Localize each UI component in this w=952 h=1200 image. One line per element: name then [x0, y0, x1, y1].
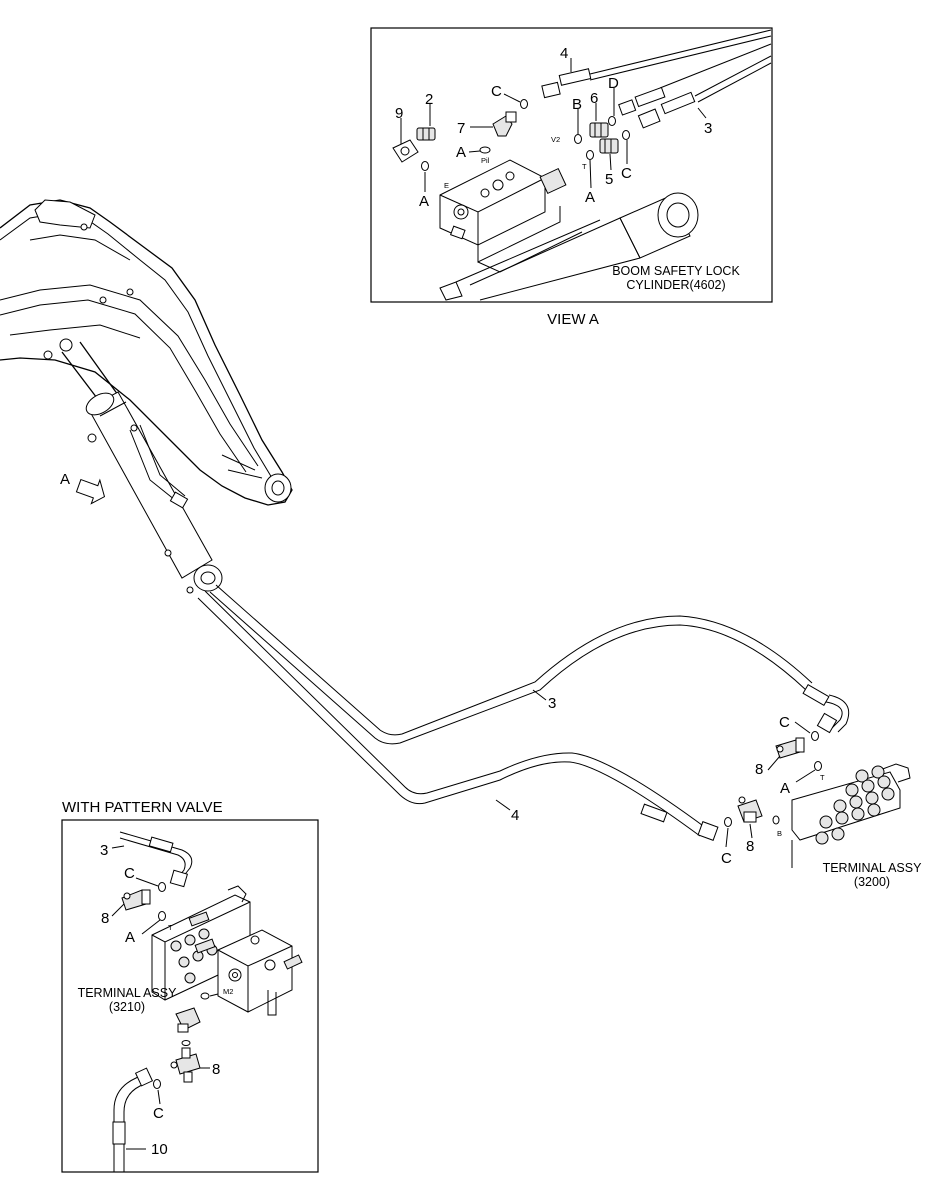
view-a-valve-block — [439, 159, 583, 273]
view-a-callout-b: B — [572, 96, 582, 113]
main-callout-8-lower: 8 — [746, 838, 754, 855]
view-a-callout-d: D — [608, 75, 619, 92]
view-a-callout-5: 5 — [605, 171, 613, 188]
main-hose-4 — [197, 590, 719, 841]
view-a-port-pi: Pil — [481, 156, 490, 165]
view-a-fittings — [392, 99, 630, 171]
view-a-inset: 4 2 9 C B 6 D 7 A 3 A A 5 C V2 Pil E T B… — [370, 27, 773, 303]
main-callout-a: A — [780, 780, 790, 797]
pattern-callout-8-lower: 8 — [212, 1061, 220, 1078]
pattern-valve-inset — [61, 819, 319, 1173]
view-a-cylinder — [439, 192, 699, 301]
view-a-callout-6: 6 — [590, 90, 598, 107]
view-a-port-e: E — [444, 181, 449, 190]
boom-cylinder — [61, 341, 223, 594]
main-callout-8-upper: 8 — [755, 761, 763, 778]
view-a-port-v2: V2 — [551, 135, 560, 144]
terminal-3210-label-2: (3210) — [109, 1000, 145, 1014]
pattern-callout-c-lower: C — [153, 1105, 164, 1122]
pattern-callout-a: A — [125, 929, 135, 946]
view-a-arrow: A — [60, 471, 106, 505]
view-a-callout-c-top: C — [491, 83, 502, 100]
pattern-port-t: T — [168, 923, 173, 932]
view-a-callout-7: 7 — [457, 120, 465, 137]
view-a-callout-a-valve: A — [456, 144, 466, 161]
boom-structure — [0, 199, 293, 506]
view-a-callout-3: 3 — [704, 120, 712, 137]
pattern-callout-3: 3 — [100, 842, 108, 859]
terminal-3210-label-1: TERMINAL ASSY — [78, 986, 178, 1000]
view-a-cylinder-label-2: CYLINDER(4602) — [626, 278, 725, 292]
terminal-3200-label-1: TERMINAL ASSY — [823, 861, 923, 875]
terminal-3200-label-2: (3200) — [854, 875, 890, 889]
view-a-callout-a-left: A — [419, 193, 429, 210]
view-a-hose-3 — [618, 43, 772, 129]
pattern-callout-8-upper: 8 — [101, 910, 109, 927]
pattern-callout-10: 10 — [151, 1141, 168, 1158]
view-a-port-t: T — [582, 162, 587, 171]
main-hose-3 — [209, 584, 850, 745]
main-callout-c-lower: C — [721, 850, 732, 867]
view-a-cylinder-label-1: BOOM SAFETY LOCK — [612, 264, 740, 278]
terminal-assy-3200 — [724, 731, 911, 868]
view-a-callout-4: 4 — [560, 45, 568, 62]
view-a-title: VIEW A — [547, 311, 599, 328]
pattern-valve-leaders — [111, 845, 219, 1150]
pattern-callout-c-upper: C — [124, 865, 135, 882]
main-callout-4: 4 — [511, 807, 519, 824]
main-callout-c-upper: C — [779, 714, 790, 731]
main-callout-3: 3 — [548, 695, 556, 712]
view-a-callout-2: 2 — [425, 91, 433, 108]
pattern-valve-title: WITH PATTERN VALVE — [62, 799, 223, 816]
view-a-leaders — [400, 58, 707, 192]
pattern-port-m2: M2 — [223, 987, 233, 996]
main-port-b: B — [777, 829, 782, 838]
view-a-callout-c-right: C — [621, 165, 632, 182]
view-a-callout-a-mid: A — [585, 189, 595, 206]
terminal-3200-callouts — [725, 721, 816, 848]
view-a-arrow-label: A — [60, 471, 70, 488]
view-a-callout-9: 9 — [395, 105, 403, 122]
main-port-t: T — [820, 773, 825, 782]
view-a-hose-4 — [541, 29, 772, 99]
